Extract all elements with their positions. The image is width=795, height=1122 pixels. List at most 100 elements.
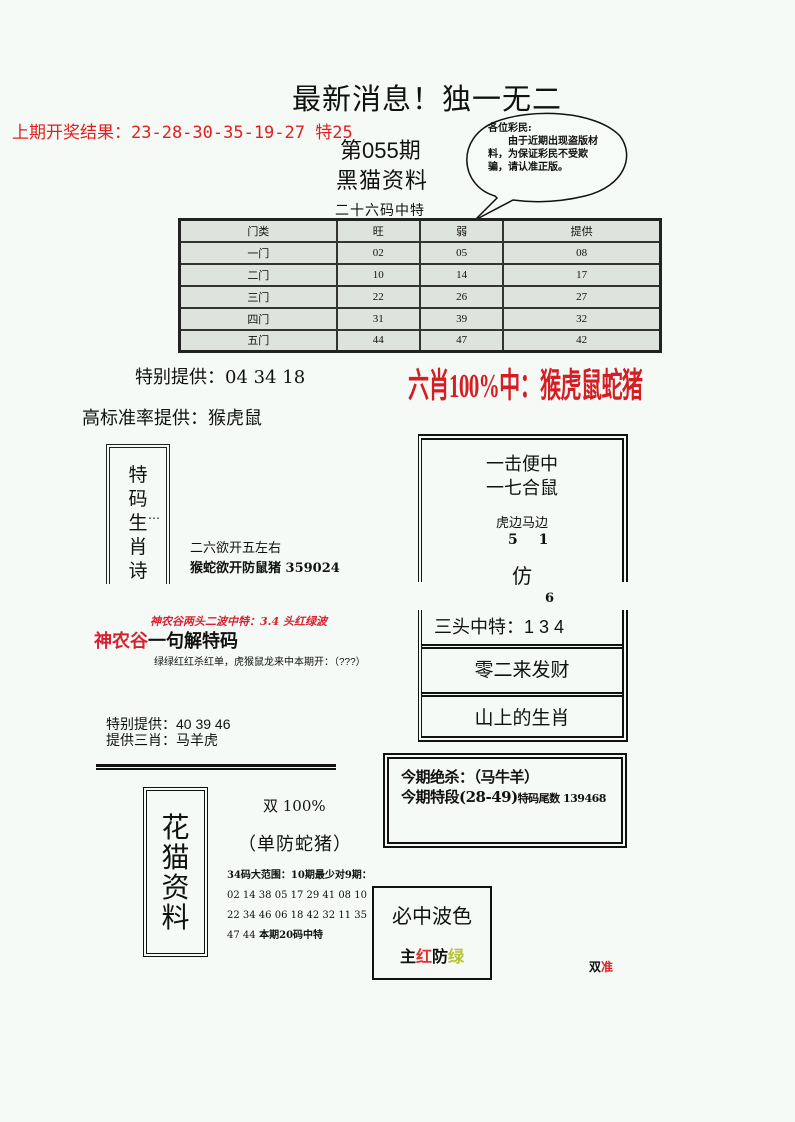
table-cell: 02 [335, 240, 421, 265]
table-cell: 47 [418, 328, 505, 353]
range-intro: 34码大范围：10期最少对9期： [227, 870, 372, 881]
table-cell: 08 [502, 240, 662, 265]
table-header: 旺 [335, 218, 421, 243]
poem-title-char: 码 [128, 489, 148, 510]
mountain-zodiac-cell: 山上的生肖 [422, 692, 622, 736]
poem-title-char: 生 [128, 513, 148, 534]
double-zhun: 双准 [589, 958, 613, 975]
bubble-greeting: 各位彩民: [488, 123, 532, 134]
huamao-title-char: 料 [161, 902, 190, 933]
table-cell: 一门 [178, 240, 338, 265]
kill-text: 今期绝杀：（马牛羊） 今期特段(28-49)特码尾数 139468 [401, 767, 606, 809]
huamao-title-char: 猫 [161, 842, 190, 873]
double-100: 双 100% [263, 797, 326, 815]
kill-box: 今期绝杀：（马牛羊） 今期特段(28-49)特码尾数 139468 [383, 753, 627, 848]
special-offer-2-line2: 提供三肖：马羊虎 [106, 732, 218, 748]
table-cell: 26 [418, 284, 505, 309]
bubble-body: 由于近期出现盗版材料，为保证彩民不受欺骗，请认准正版。 [488, 136, 598, 173]
special-offer-2: 特别提供：40 39 46 提供三肖：马羊虎 [106, 716, 231, 748]
table-cell: 17 [502, 262, 662, 287]
headline: 最新消息！独一无二 [292, 82, 563, 116]
speech-bubble: 各位彩民: 由于近期出现盗版材料，为保证彩民不受欺骗，请认准正版。 [455, 108, 630, 221]
edge-numbers: 5 1 [508, 532, 551, 548]
wave-red: 红 [415, 947, 432, 966]
table-cell: 22 [335, 284, 421, 309]
poem-dots: … [148, 508, 160, 522]
poem-title-char: 特 [128, 465, 148, 486]
range-tail: 本期20码中特 [259, 930, 324, 941]
table-cell: 四门 [178, 306, 338, 331]
range-numbers: 02 14 38 05 17 29 41 08 10 22 34 46 06 1… [227, 890, 367, 941]
table-cell: 三门 [178, 284, 338, 309]
table-header: 提供 [502, 218, 662, 243]
poem-line-1: 二六欲开五左右 [190, 541, 282, 556]
table-cell: 39 [418, 306, 505, 331]
double-zhun-a: 双 [589, 960, 602, 974]
material-name: 黑猫资料 [336, 169, 429, 194]
kill-line-2-main: 今期特段(28-49) [401, 788, 518, 806]
poem-title-char: 肖 [128, 537, 148, 558]
shennong-desc: 绿绿红红杀红单，虎猴鼠龙来中本期开：（???） [154, 657, 366, 668]
poem-title-char: 诗 [128, 561, 148, 582]
table-cell: 42 [502, 328, 662, 353]
bubble-text: 各位彩民: 由于近期出现盗版材料，为保证彩民不受欺骗，请认准正版。 [488, 122, 603, 174]
hit-title: 一击便中 [486, 454, 558, 475]
table-row: 五门 44 47 42 [178, 328, 662, 353]
wave-green: 绿 [448, 947, 465, 966]
table-header-row: 门类 旺 弱 提供 [178, 218, 662, 243]
six-number: 6 [545, 591, 555, 606]
three-head-box: 三头中特：1 3 4 零二来发财 山上的生肖 [418, 610, 628, 742]
table-header: 弱 [418, 218, 505, 243]
six-xiao-banner: 六肖100%中：猴虎鼠蛇猪 [408, 368, 643, 405]
wave-title: 必中波色 [392, 904, 472, 928]
table-cell: 27 [502, 284, 662, 309]
kill-line-2-small: 特码尾数 139468 [517, 792, 607, 805]
huamao-title-box: 花 猫 资 料 [143, 787, 208, 957]
wave-main: 主 [399, 947, 416, 966]
table-caption: 二十六码中特 [335, 203, 425, 219]
table-row: 四门 31 39 32 [178, 306, 662, 331]
double-zhun-b: 准 [601, 960, 614, 974]
huamao-title-char: 资 [161, 872, 190, 903]
hit-box: 一击便中 一七合鼠 虎边马边 5 1 仿 [418, 434, 628, 588]
wave-color-box: 必中波色 主红防绿 [372, 886, 492, 980]
kill-line-1: 今期绝杀：（马牛羊） [401, 768, 539, 786]
special-offer-2-line1: 特别提供：40 39 46 [106, 716, 231, 732]
table-row: 一门 02 05 08 [178, 240, 662, 265]
huamao-title-char: 花 [161, 812, 190, 843]
edge-label: 虎边马边 [495, 515, 548, 530]
table-cell: 五门 [178, 328, 338, 353]
door-table: 门类 旺 弱 提供 一门 02 05 08 二门 10 14 17 三门 22 … [178, 218, 662, 353]
special-offer-1: 特别提供：04 34 18 [135, 367, 306, 388]
issue-number: 第055期 [340, 138, 421, 163]
hit-subtitle: 一七合鼠 [486, 478, 558, 499]
poem-title-box: 特 码 生 肖 诗 [106, 444, 170, 584]
shennong-wave-line: 神农谷两头二波中特：3.4 头红绿波 [150, 615, 327, 628]
table-cell: 44 [335, 328, 421, 353]
single-guard: （单防蛇猪） [238, 834, 352, 855]
last-result: 上期开奖结果：23-28-30-35-19-27 特25 [12, 123, 353, 143]
shennong-title-red: 神农谷 [94, 631, 148, 651]
table-cell: 二门 [178, 262, 338, 287]
wave-sub: 主红防绿 [374, 943, 490, 967]
imitate-char: 仿 [512, 564, 532, 588]
three-head: 三头中特：1 3 4 [434, 617, 565, 637]
table-row: 二门 10 14 17 [178, 262, 662, 287]
range-34-codes: 34码大范围：10期最少对9期： 02 14 38 05 17 29 41 08… [227, 866, 372, 946]
speech-bubble-icon [466, 112, 628, 221]
fortune-cell: 零二来发财 [422, 644, 622, 688]
huamao-title: 花 猫 资 料 [147, 813, 204, 933]
table-row: 三门 22 26 27 [178, 284, 662, 309]
poem-title: 特 码 生 肖 诗 [110, 464, 166, 584]
table-cell: 14 [418, 262, 505, 287]
shennong-title: 神农谷一句解特码 [94, 627, 238, 653]
table-cell: 05 [418, 240, 505, 265]
double-divider [96, 764, 336, 770]
table-header: 门类 [178, 218, 338, 243]
wave-guard: 防 [432, 947, 449, 966]
high-accuracy-offer: 高标准率提供：猴虎鼠 [82, 408, 262, 429]
shennong-title-black: 一句解特码 [148, 631, 238, 651]
poem-line-2: 猴蛇欲开防鼠猪 359024 [190, 561, 340, 576]
table-cell: 32 [502, 306, 662, 331]
kill-line-2: 今期特段(28-49)特码尾数 139468 [401, 787, 606, 809]
